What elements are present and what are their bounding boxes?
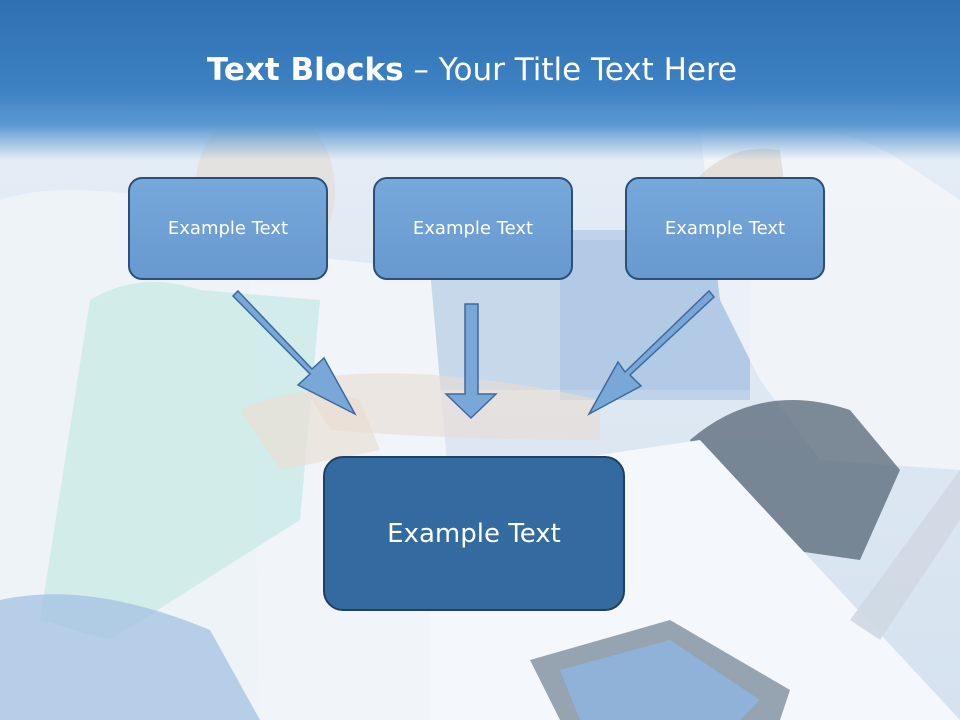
text-block-2-label: Example Text [412,218,534,239]
text-block-3[interactable]: Example Text [625,177,825,280]
arrow-right-icon [587,289,716,416]
title-regular-part: Your Title Text Here [438,52,738,88]
center-text-block[interactable]: Example Text [323,456,625,611]
title-band [0,0,960,160]
center-text-block-label: Example Text [387,518,561,549]
title-separator: – [403,52,439,88]
slide-title: Text Blocks – Your Title Text Here [0,52,944,88]
text-block-1-label: Example Text [167,218,289,239]
title-bold-part: Text Blocks [206,52,404,88]
text-block-3-label: Example Text [664,218,786,239]
text-block-2[interactable]: Example Text [373,177,573,280]
arrow-left-icon [231,289,357,416]
arrow-down-icon [444,303,498,420]
text-block-1[interactable]: Example Text [128,177,328,280]
